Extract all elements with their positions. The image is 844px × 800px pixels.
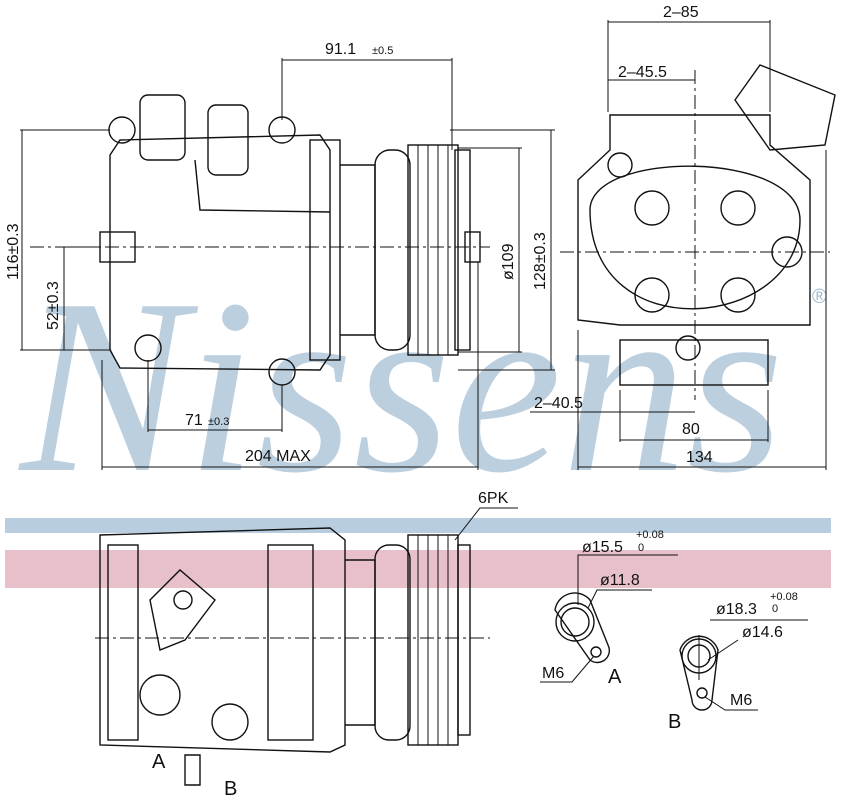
blue-band [5,518,831,533]
dim-91-tol: ±0.5 [372,45,393,57]
dim-109: ø109 [500,243,517,280]
nissens-watermark: Nissens [18,248,784,525]
port-b-tol-minus: 0 [772,603,778,615]
top-view: A B 6PK [95,490,518,800]
port-a-tol-plus: +0.08 [636,529,664,541]
port-a-tol-minus: 0 [638,542,644,554]
dim-128: 128±0.3 [532,232,549,290]
dim-134: 134 [686,449,713,466]
view-label-a: A [152,751,166,773]
rear-view-dimensions: 2–85 2–45.5 2–40.5 80 134 [530,4,827,470]
view-label-b: B [224,778,237,800]
dim-2-85: 2–85 [663,4,699,21]
port-b-label: B [668,711,681,733]
port-b-inner-dia: ø14.6 [742,624,783,641]
dim-2-40: 2–40.5 [534,395,583,412]
port-b-outer-dia: ø18.3 [716,601,757,618]
port-a-inner-dia: ø11.8 [600,572,640,589]
dim-71: 71 [185,412,203,429]
dim-2-45: 2–45.5 [618,64,667,81]
port-b-thread: M6 [730,692,752,709]
port-b-tol-plus: +0.08 [770,591,798,603]
dim-71-tol: ±0.3 [208,416,229,428]
dim-116: 116±0.3 [5,223,22,280]
dim-204: 204 MAX [245,448,311,465]
port-a-outer-dia: ø15.5 [582,539,623,556]
port-a-detail: ø15.5 +0.08 0 ø11.8 M6 A [540,529,678,688]
side-view [30,94,490,386]
port-a-label: A [608,666,622,688]
registered-mark: ® [812,286,827,308]
dim-6pk: 6PK [478,490,509,507]
port-a-thread: M6 [542,665,564,682]
port-b-detail: ø18.3 +0.08 0 ø14.6 M6 B [668,591,808,733]
dim-80: 80 [682,421,700,438]
dim-91: 91.1 [325,41,356,58]
rear-view [560,64,836,400]
side-view-dimensions: 91.1 ±0.5 116±0.3 52±0.3 71 ±0.3 204 MAX… [5,41,555,470]
dim-52: 52±0.3 [45,281,62,330]
